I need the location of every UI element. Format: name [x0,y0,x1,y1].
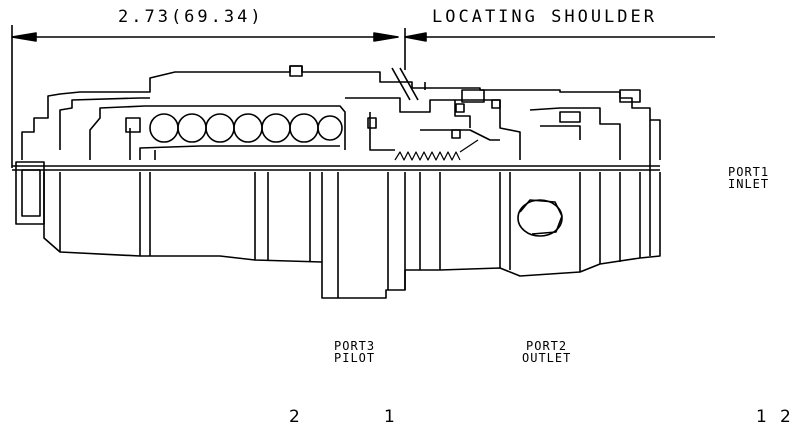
bottom-number: 1 [756,407,767,427]
ball-bearings [149,113,343,143]
valve-body [43,120,661,299]
body-centerline [12,165,660,171]
port3-name: PORT3 [334,339,376,353]
locating-shoulder-label: LOCATING SHOULDER [432,7,657,27]
port3-function: PILOT [334,351,376,365]
bottom-number: 1 [384,407,395,427]
valve-housing [21,65,661,160]
left-nut [15,161,45,225]
spring [394,139,479,161]
overall-length-dimension: 2.73(69.34) [118,7,264,27]
bottom-number: 2 [289,407,300,427]
bottom-number: 2 [780,407,791,427]
port2-name: PORT2 [526,339,568,353]
dimension-line [11,25,406,168]
port1-function: INLET [728,177,770,191]
outlet-port-hole [517,199,563,237]
locating-shoulder-leader [404,32,715,42]
port2-function: OUTLET [522,351,572,365]
port1-name: PORT1 [728,165,770,179]
